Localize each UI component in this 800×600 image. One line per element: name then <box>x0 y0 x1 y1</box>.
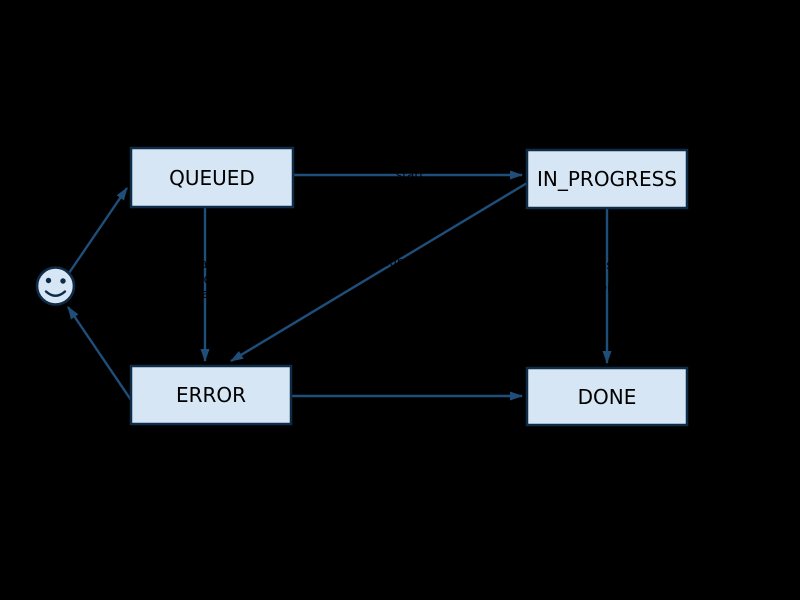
smiley-head <box>35 266 76 306</box>
edge-label-fail-line2: to <box>199 272 211 286</box>
edge-actor-to-queued <box>68 187 128 274</box>
edge-label-start: start <box>396 168 424 182</box>
node-box <box>525 148 689 210</box>
smiley-face-icon <box>35 266 76 306</box>
edge-label-done-line1: task <box>594 258 619 272</box>
edge-inprogress-to-error <box>230 181 528 363</box>
node-label: DONE <box>578 385 637 409</box>
node-box <box>129 146 295 209</box>
node-error: ERROR <box>129 364 293 426</box>
node-box <box>129 364 293 426</box>
edge-labels: start fail to start failure task done <box>191 168 622 301</box>
edge-label-done-line2: done <box>592 280 622 294</box>
smiley-left-eye <box>45 277 52 284</box>
node-queued: QUEUED <box>129 146 295 209</box>
edge-label-failure: failure <box>371 255 409 269</box>
edge-error-to-actor <box>67 306 132 401</box>
smiley-right-eye <box>60 278 66 284</box>
edge-label-fail-line1: fail <box>196 257 214 271</box>
node-label: ERROR <box>176 383 246 407</box>
edges <box>67 170 612 401</box>
node-in-progress: IN_PROGRESS <box>525 148 689 210</box>
smiley-mouth <box>44 290 67 297</box>
edge-label-fail-line3: start <box>191 287 219 301</box>
node-label: IN_PROGRESS <box>537 167 677 191</box>
node-box <box>525 366 689 427</box>
node-label: QUEUED <box>169 166 255 190</box>
node-done: DONE <box>525 366 689 427</box>
